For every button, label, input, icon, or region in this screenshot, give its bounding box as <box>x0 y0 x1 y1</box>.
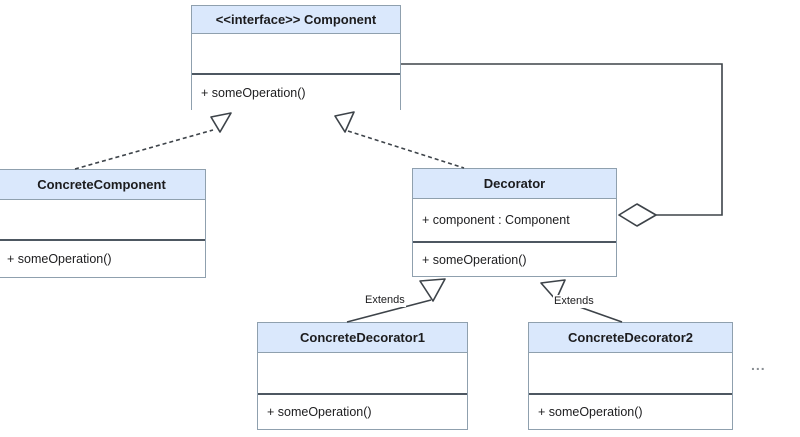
method-label: + someOperation() <box>201 85 306 100</box>
extends-label-2: Extends <box>553 295 595 308</box>
class-box-concrete-component: ConcreteComponent + someOperation() <box>0 169 206 278</box>
class-methods-decorator: + someOperation() <box>413 241 616 276</box>
attribute-label: + component : Component <box>422 213 570 227</box>
class-methods-concrete-decorator1: + someOperation() <box>258 393 467 429</box>
class-box-concrete-decorator1: ConcreteDecorator1 + someOperation() <box>257 322 468 430</box>
class-methods-component: + someOperation() <box>192 73 400 110</box>
class-methods-concrete-component: + someOperation() <box>0 239 205 277</box>
method-label: + someOperation() <box>422 252 527 267</box>
class-name-decorator: Decorator <box>413 169 616 199</box>
more-decorators-ellipsis: ... <box>751 357 766 373</box>
class-methods-concrete-decorator2: + someOperation() <box>529 393 732 429</box>
method-label: + someOperation() <box>7 252 112 266</box>
realization-line-decorator <box>347 130 465 169</box>
class-box-decorator: Decorator + component : Component + some… <box>412 168 617 277</box>
extends-label-1: Extends <box>364 294 406 307</box>
class-box-component: <<interface>> Component + someOperation(… <box>191 5 401 110</box>
class-name-concrete-decorator1: ConcreteDecorator1 <box>258 323 467 353</box>
class-name-component: <<interface>> Component <box>192 6 400 34</box>
class-attributes-concrete-decorator2 <box>529 353 732 393</box>
method-label: + someOperation() <box>538 405 643 419</box>
class-attributes-component <box>192 34 400 73</box>
realization-line-concrete-component <box>74 129 214 170</box>
class-name-concrete-decorator2: ConcreteDecorator2 <box>529 323 732 353</box>
method-label: + someOperation() <box>267 405 372 419</box>
hollow-triangle-arrowhead-decorator <box>334 111 355 133</box>
hollow-triangle-arrowhead-concrete-component <box>210 112 232 133</box>
class-attributes-decorator: + component : Component <box>413 199 616 241</box>
class-attributes-concrete-component <box>0 200 205 239</box>
class-attributes-concrete-decorator1 <box>258 353 467 393</box>
aggregation-diamond <box>618 203 657 227</box>
class-name-concrete-component: ConcreteComponent <box>0 170 205 200</box>
hollow-triangle-arrowhead-concrete-decorator1 <box>419 278 446 302</box>
class-box-concrete-decorator2: ConcreteDecorator2 + someOperation() <box>528 322 733 430</box>
